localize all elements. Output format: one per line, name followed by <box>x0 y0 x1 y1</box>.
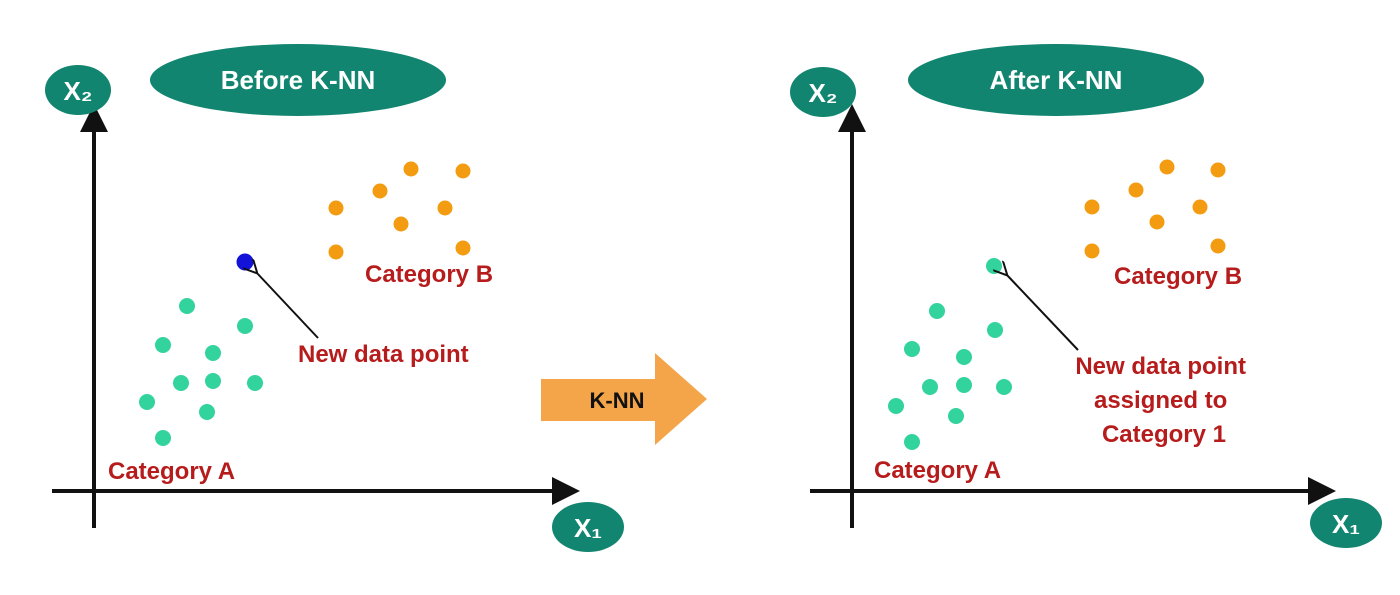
category-b-points <box>328 161 471 260</box>
category-b-point <box>1210 162 1226 178</box>
panel-title: After K-NN <box>990 65 1123 95</box>
category-a-points <box>139 298 263 446</box>
category-b-point <box>328 244 344 260</box>
y-axis-label: X₂ <box>809 78 838 108</box>
category-a-point <box>139 394 155 410</box>
category-b-label: Category B <box>365 261 493 288</box>
y-axis-arrowhead <box>80 104 108 132</box>
category-b-point <box>1210 238 1226 254</box>
category-a-points <box>888 303 1012 450</box>
new-point-label-line: Category 1 <box>1102 421 1226 448</box>
category-a-point <box>237 318 253 334</box>
category-b-point <box>455 240 471 256</box>
category-a-point <box>173 375 189 391</box>
y-axis-badge <box>790 67 856 117</box>
category-a-point <box>888 398 904 414</box>
category-a-point <box>247 375 263 391</box>
category-b-points <box>1084 159 1226 259</box>
category-a-point <box>155 430 171 446</box>
new-point-label-line: New data point <box>1075 353 1246 380</box>
category-a-point <box>987 322 1003 338</box>
knn-arrow-shape <box>541 353 707 445</box>
category-a-point <box>956 377 972 393</box>
panel-before: Before K-NN X₂ X₁ <box>45 44 624 552</box>
new-point-pointer-arrow <box>1006 274 1079 351</box>
assigned-new-data-point <box>986 258 1002 274</box>
title-pill <box>908 44 1204 116</box>
category-b-point <box>372 183 388 199</box>
category-a-point <box>904 341 920 357</box>
category-b-point <box>1084 243 1100 259</box>
category-a-point <box>904 434 920 450</box>
category-a-point <box>948 408 964 424</box>
category-a-point <box>956 349 972 365</box>
category-a-point <box>205 373 221 389</box>
x-axis-badge <box>1310 498 1382 548</box>
new-point-label: New data point assigned to Category 1 <box>1075 353 1252 448</box>
category-b-point <box>1192 199 1208 215</box>
knn-transition-arrow: K-NN <box>541 353 707 445</box>
new-point-label-line: New data point <box>298 341 469 368</box>
x-axis-label: X₁ <box>1332 509 1360 539</box>
category-b-point <box>1149 214 1165 230</box>
category-a-point <box>922 379 938 395</box>
category-a-point <box>929 303 945 319</box>
panel-title: Before K-NN <box>221 65 376 95</box>
category-b-point <box>1084 199 1100 215</box>
x-axis-arrowhead <box>1308 477 1336 505</box>
x-axis-arrowhead <box>552 477 580 505</box>
new-point-label-line: assigned to <box>1094 387 1227 414</box>
x-axis-badge <box>552 502 624 552</box>
category-a-point <box>155 337 171 353</box>
panel-after: After K-NN X₂ X₁ <box>790 44 1382 548</box>
category-b-point <box>393 216 409 232</box>
new-data-point <box>236 253 254 271</box>
title-pill <box>150 44 446 116</box>
new-point-pointer-arrow <box>256 272 319 339</box>
category-b-label: Category B <box>1114 263 1242 290</box>
category-a-label: Category A <box>874 457 1001 484</box>
x-axis-label: X₁ <box>574 513 602 543</box>
category-a-point <box>179 298 195 314</box>
category-b-point <box>455 163 471 179</box>
category-b-point <box>1128 182 1144 198</box>
knn-arrow-label: K-NN <box>590 388 645 413</box>
new-point-label: New data point <box>298 341 469 368</box>
y-axis-badge <box>45 65 111 115</box>
y-axis-arrowhead <box>838 104 866 132</box>
y-axis-label: X₂ <box>64 76 93 106</box>
category-a-label: Category A <box>108 458 235 485</box>
category-a-point <box>996 379 1012 395</box>
category-a-point <box>205 345 221 361</box>
category-b-point <box>1159 159 1175 175</box>
category-a-point <box>199 404 215 420</box>
category-b-point <box>403 161 419 177</box>
category-b-point <box>437 200 453 216</box>
category-b-point <box>328 200 344 216</box>
